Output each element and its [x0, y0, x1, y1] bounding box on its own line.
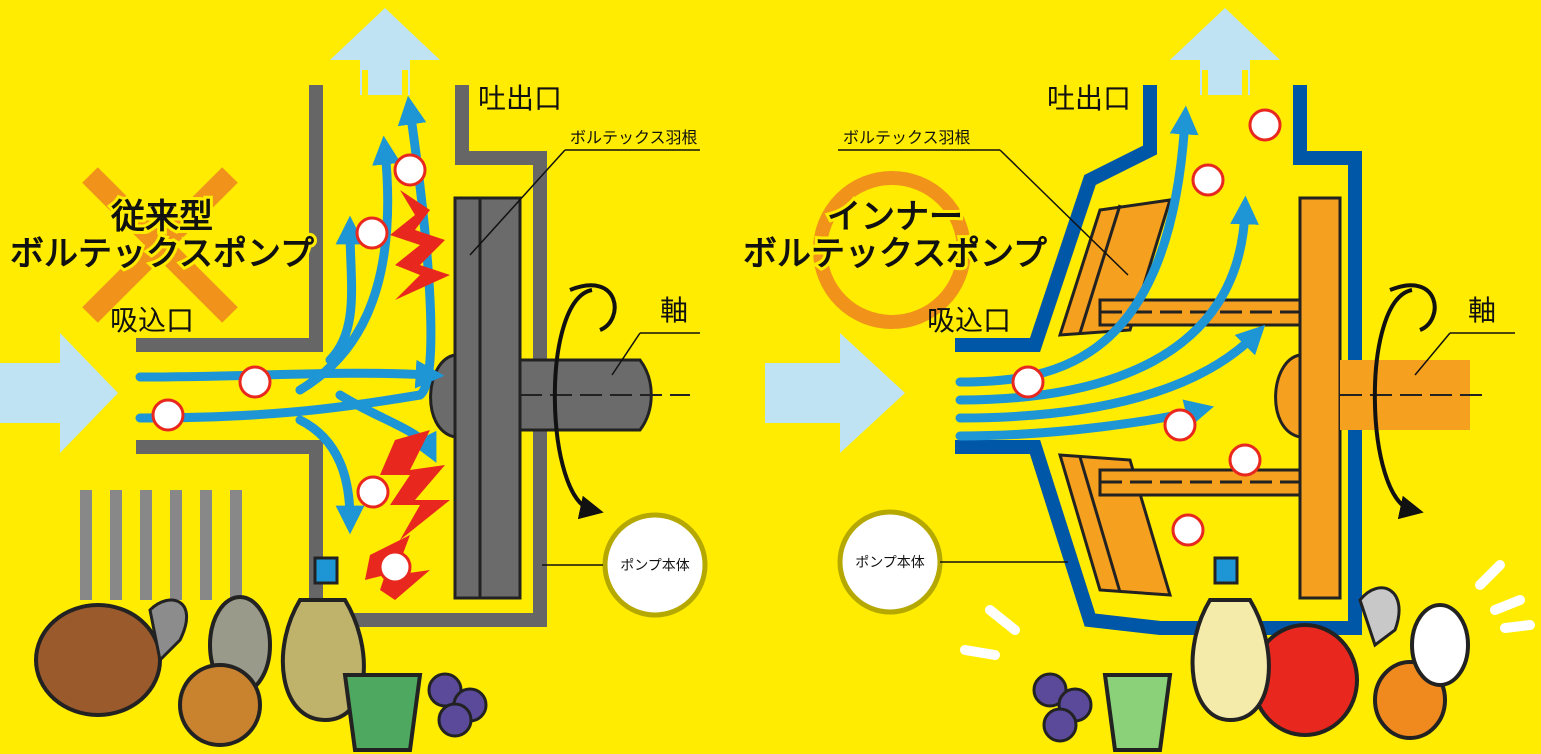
- conventional-flow: [135, 95, 445, 535]
- inner-body-label: ポンプ本体: [855, 555, 925, 571]
- outlet-arrow-right: [1170, 8, 1280, 95]
- inlet-arrow-right: [765, 333, 905, 453]
- inner-vortex-pump-panel: インナー ボルテックスポンプ 吸込口 吐出口 ボルテックス羽根 軸 ポンプ本体: [740, 8, 1535, 752]
- inlet-arrow: [0, 333, 118, 453]
- inner-shaft-label: 軸: [1468, 294, 1496, 327]
- inner-title-line1: インナー: [827, 197, 963, 237]
- conventional-outlet-label: 吐出口: [478, 82, 562, 115]
- inner-outlet-label: 吐出口: [1047, 82, 1131, 115]
- outlet-arrow: [330, 8, 440, 95]
- conventional-shaft-label: 軸: [660, 294, 688, 327]
- strainer-bars: [80, 490, 242, 600]
- conventional-title-line2: ボルテックスポンプ: [10, 234, 314, 274]
- conventional-title-line1: 従来型: [110, 197, 213, 237]
- happy-particle-faces: [1011, 108, 1282, 547]
- inner-title-line2: ボルテックスポンプ: [743, 234, 1047, 274]
- conventional-pump-body: [136, 85, 547, 627]
- conventional-vane-label: ボルテックス羽根: [570, 128, 698, 147]
- circle-mark-icon: [813, 171, 971, 329]
- inner-vane-label: ボルテックス羽根: [843, 128, 971, 147]
- inner-inlet-label: 吸込口: [927, 304, 1011, 337]
- happy-food-characters: [960, 556, 1535, 752]
- conventional-shaft: [518, 283, 690, 520]
- conventional-body-callout: [602, 512, 708, 618]
- conventional-inlet-label: 吸込口: [110, 304, 194, 337]
- conventional-vane: [429, 196, 522, 600]
- sad-food-characters: [34, 556, 488, 752]
- sad-particle-faces: [151, 153, 427, 584]
- cross-mark-icon: [82, 167, 238, 323]
- conventional-pump-panel: 従来型 ボルテックスポンプ 吸込口 吐出口 ボルテックス羽根 軸 ポンプ本体: [0, 8, 708, 752]
- inner-shaft: [1340, 283, 1490, 520]
- conventional-body-label: ポンプ本体: [620, 558, 690, 574]
